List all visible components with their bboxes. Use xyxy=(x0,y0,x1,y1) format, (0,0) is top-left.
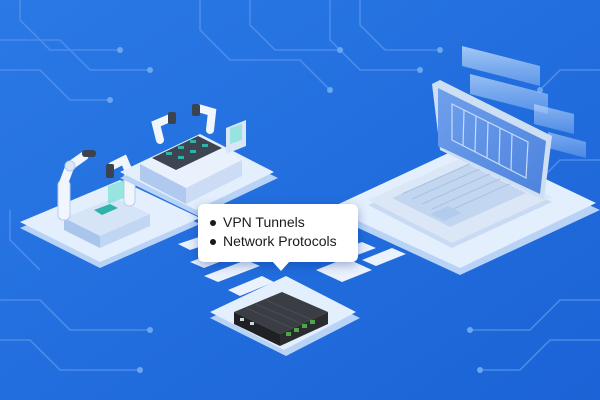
callout-item-label: VPN Tunnels xyxy=(223,214,305,230)
callout-item-vpn: VPN Tunnels xyxy=(210,213,358,232)
assembly-machine-icon xyxy=(140,104,246,204)
industrial-router-icon xyxy=(234,292,328,346)
features-callout: VPN Tunnels Network Protocols xyxy=(198,204,358,271)
floating-data-panels xyxy=(462,46,586,158)
bullet-icon xyxy=(210,238,216,245)
callout-item-protocols: Network Protocols xyxy=(210,232,358,251)
bullet-icon xyxy=(210,219,216,226)
laptop-icon xyxy=(368,80,552,248)
robot-arm-icon xyxy=(57,150,150,248)
screen-data-table xyxy=(451,103,529,179)
callout-item-label: Network Protocols xyxy=(223,233,337,249)
circuit-lines xyxy=(0,0,600,371)
circuit-nodes xyxy=(107,47,543,373)
